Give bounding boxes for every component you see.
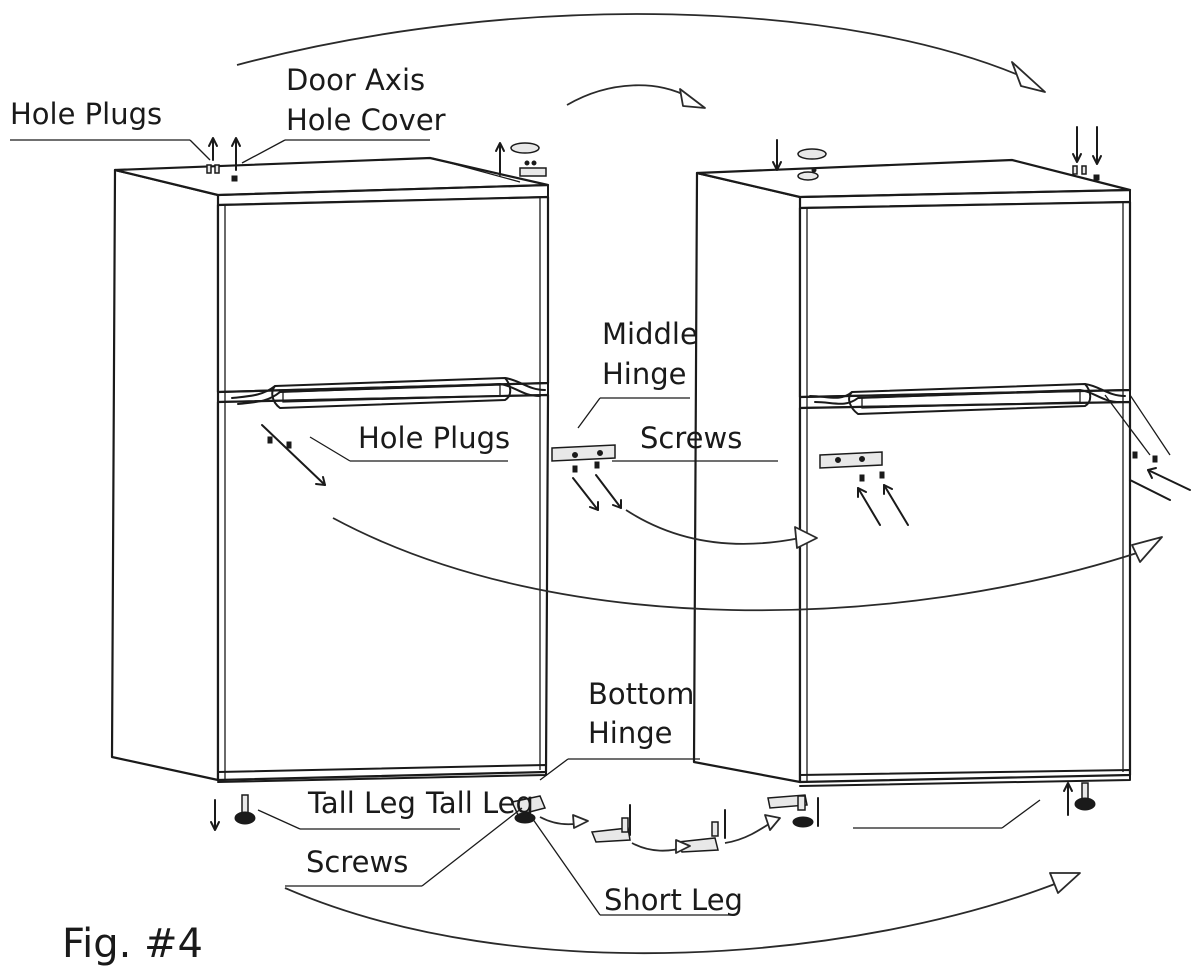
middle-hinge-label-line1: Middle — [602, 317, 698, 351]
door-axis-label-line2: Hole Cover — [286, 103, 446, 137]
hole-plugs-mid-label: Hole Plugs — [358, 421, 511, 455]
hole-plugs-top-label: Hole Plugs — [10, 97, 163, 131]
transfer-arcs — [236, 13, 1163, 955]
screws-mid-label: Screws — [640, 421, 743, 455]
right-refrigerator — [692, 158, 1132, 787]
middle-hinge-label-line2: Hinge — [602, 357, 687, 391]
tall-leg-label-1: Tall Leg — [308, 786, 416, 820]
direction-arrows — [208, 126, 1191, 839]
figure-number: Fig. #4 — [62, 921, 203, 967]
bottom-hinge-label-line2: Hinge — [588, 716, 673, 750]
tall-leg-label-2: Tall Leg — [426, 786, 534, 820]
bottom-hinge-label-line1: Bottom — [588, 677, 695, 711]
screws-bottom-label: Screws — [306, 845, 409, 879]
door-axis-label-line1: Door Axis — [286, 63, 426, 97]
leader-lines — [10, 139, 1041, 916]
left-refrigerator — [110, 156, 550, 783]
short-leg-label: Short Leg — [604, 883, 743, 917]
